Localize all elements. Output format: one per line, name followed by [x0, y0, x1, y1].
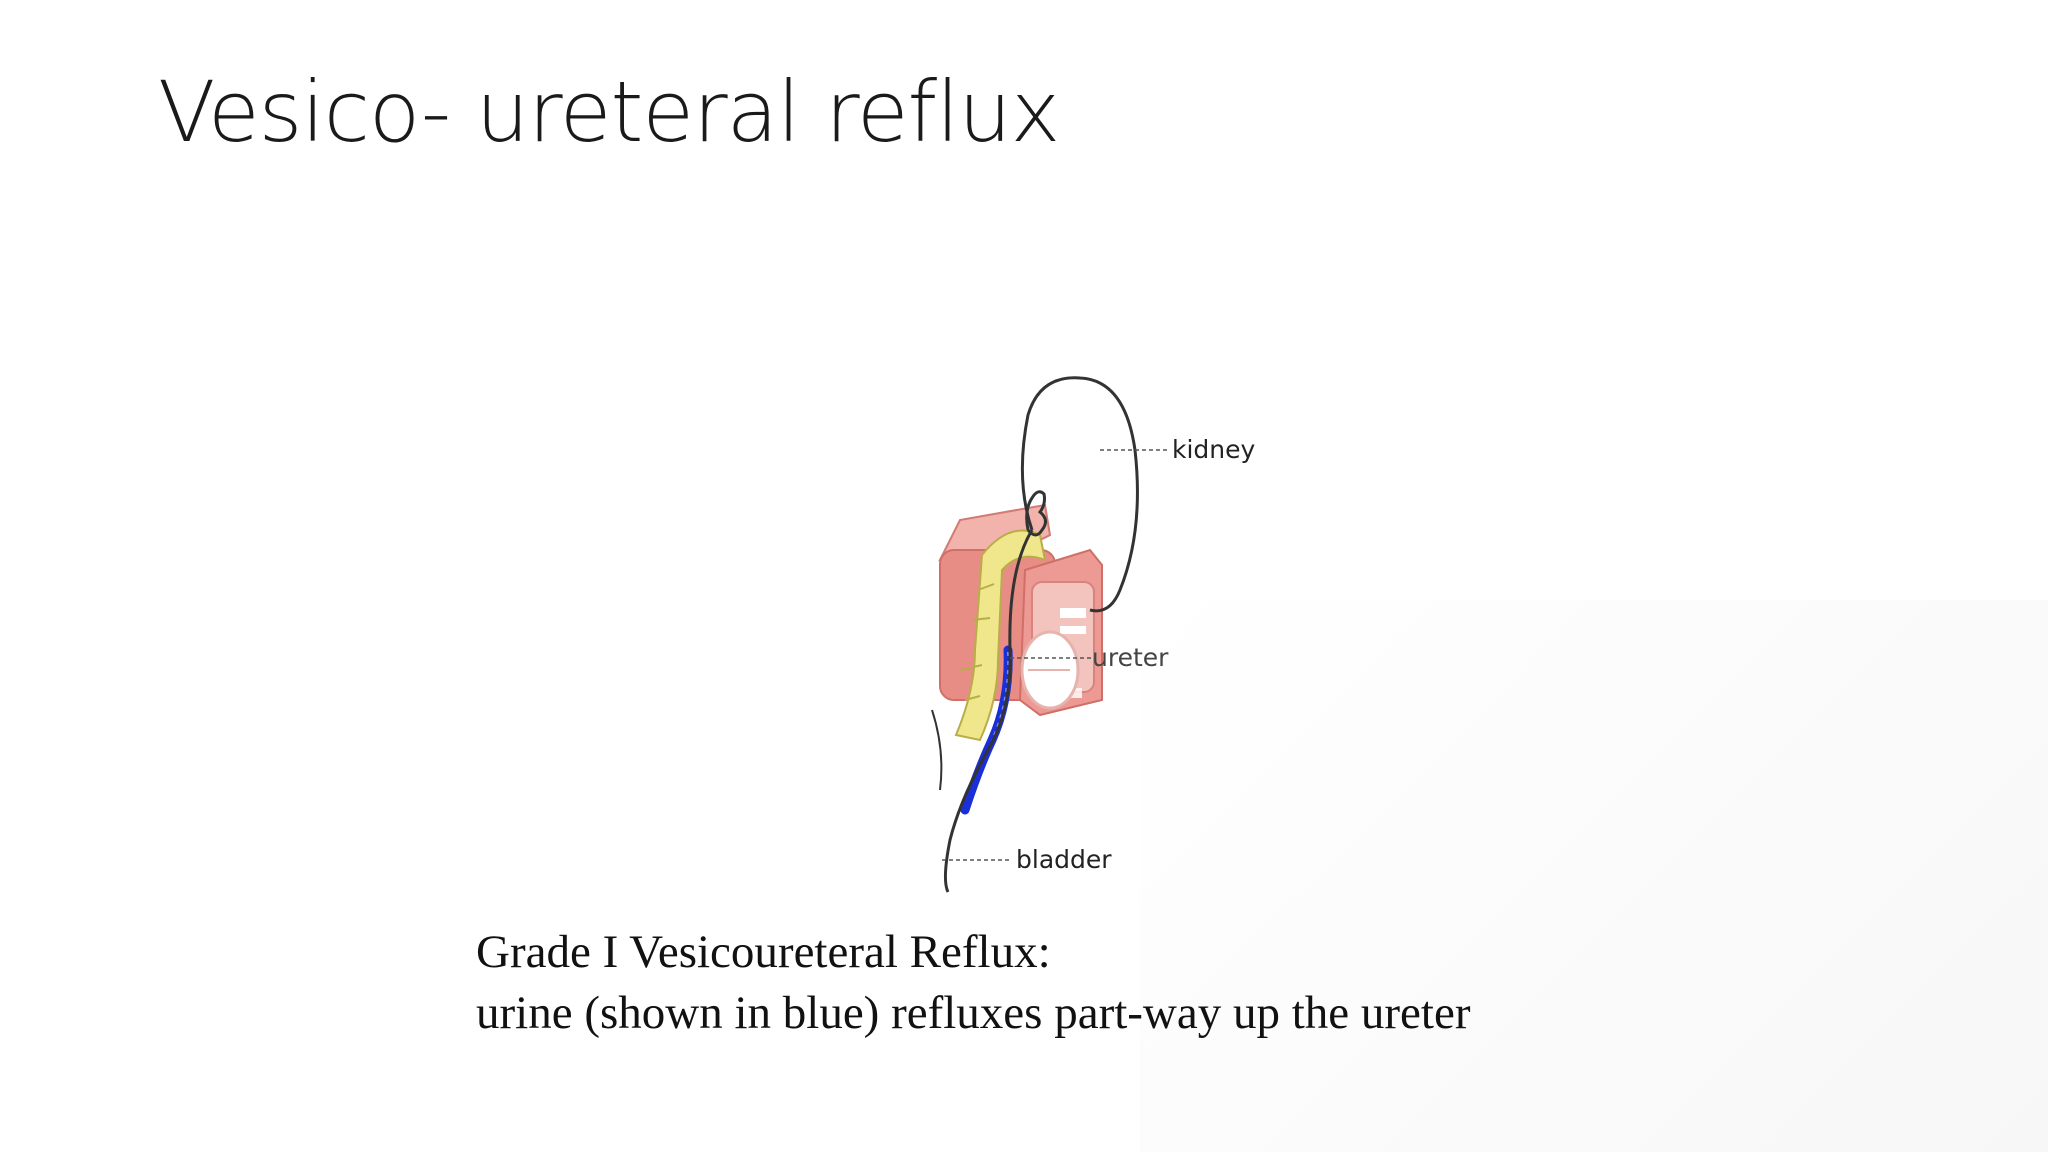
kidney-outline — [1020, 376, 1139, 613]
ureter-label: ureter — [1092, 643, 1169, 672]
vur-diagram-svg: kidney ureter bladder — [931, 376, 1256, 893]
bladder-label: bladder — [1016, 845, 1112, 874]
kidney-label: kidney — [1172, 435, 1256, 464]
figure-caption: Grade I Vesicoureteral Reflux: urine (sh… — [476, 922, 1470, 1044]
ureter-line — [943, 529, 1034, 893]
slide-title: Vesico- ureteral reflux — [158, 63, 1060, 161]
slide-background-shade — [1140, 600, 2048, 1152]
vur-diagram: kidney ureter bladder — [920, 370, 1260, 910]
caption-line-2: urine (shown in blue) refluxes part-way … — [476, 987, 1471, 1039]
caption-line-1: Grade I Vesicoureteral Reflux: — [476, 926, 1051, 978]
